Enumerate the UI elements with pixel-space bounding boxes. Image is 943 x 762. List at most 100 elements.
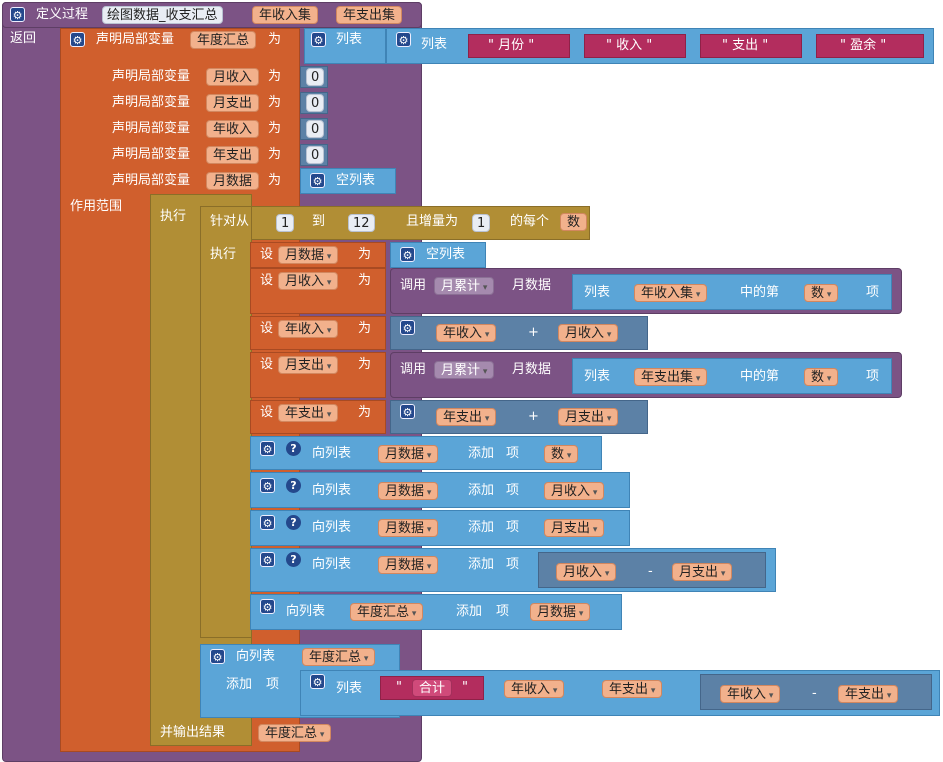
declare-label: 声明局部变量 <box>112 121 191 136</box>
select-item-block[interactable] <box>572 358 892 394</box>
item-label: 项 <box>866 369 880 384</box>
call-proc-name[interactable]: 月累计 <box>434 361 495 379</box>
loop-to[interactable]: 12 <box>348 214 375 232</box>
loop-var[interactable]: 数 <box>560 213 588 231</box>
item-month-income[interactable]: 月收入 <box>544 482 605 500</box>
call-proc-name[interactable]: 月累计 <box>434 277 495 295</box>
param-year-expense-set[interactable]: 年支出集 <box>336 6 403 24</box>
scope-label: 作用范围 <box>70 199 123 214</box>
text-surplus-header[interactable]: " 盈余 " <box>840 38 887 53</box>
gear-icon[interactable]: ⚙ <box>400 404 415 419</box>
gear-icon[interactable]: ⚙ <box>310 173 325 188</box>
each-label: 的每个 <box>510 214 550 229</box>
var-month-data[interactable]: 月数据 <box>206 172 260 190</box>
plus-label: + <box>528 325 539 340</box>
help-icon[interactable]: ? <box>286 552 301 567</box>
operand-year-income[interactable]: 年收入 <box>436 324 497 342</box>
gear-icon[interactable]: ⚙ <box>70 32 85 47</box>
set-target-year-income[interactable]: 年收入 <box>278 320 339 338</box>
text-block[interactable] <box>468 34 570 58</box>
target-list-month-data[interactable]: 月数据 <box>378 482 439 500</box>
target-list-year-summary[interactable]: 年度汇总 <box>350 603 424 621</box>
exec-label: 执行 <box>160 209 187 224</box>
set-target-month-expense[interactable]: 月支出 <box>278 356 339 374</box>
loop-step[interactable]: 1 <box>472 214 491 232</box>
gear-icon[interactable]: ⚙ <box>310 674 325 689</box>
define-procedure-label: 定义过程 <box>36 7 89 22</box>
text-expense-header[interactable]: " 支出 " <box>722 38 769 53</box>
target-list-year-summary[interactable]: 年度汇总 <box>302 648 376 666</box>
gear-icon[interactable]: ⚙ <box>210 649 225 664</box>
list-label: 列表 <box>584 285 611 300</box>
var-year-summary-get[interactable]: 年度汇总 <box>258 724 332 742</box>
for-range-body[interactable] <box>200 206 252 638</box>
gear-icon[interactable]: ⚙ <box>400 247 415 262</box>
to-list-label: 向列表 <box>312 446 352 461</box>
gear-icon[interactable]: ⚙ <box>260 478 275 493</box>
operand-month-income[interactable]: 月收入 <box>558 324 619 342</box>
declare-label: 声明局部变量 <box>96 32 175 47</box>
procedure-name[interactable]: 绘图数据_收支汇总 <box>102 6 223 24</box>
number-zero[interactable]: 0 <box>306 146 325 164</box>
to-label: 到 <box>312 214 326 229</box>
help-icon[interactable]: ? <box>286 478 301 493</box>
index-var[interactable]: 数 <box>804 284 839 302</box>
target-list-month-data[interactable]: 月数据 <box>378 519 439 537</box>
set-label: 设 <box>260 357 274 372</box>
loop-from[interactable]: 1 <box>276 214 295 232</box>
gear-icon[interactable]: ⚙ <box>260 515 275 530</box>
for-range-block[interactable] <box>200 206 590 240</box>
target-list-month-data[interactable]: 月数据 <box>378 556 439 574</box>
set-target-month-income[interactable]: 月收入 <box>278 272 339 290</box>
var-year-expense[interactable]: 年支出 <box>206 146 260 164</box>
number-zero[interactable]: 0 <box>306 120 325 138</box>
item-month-expense[interactable]: 月支出 <box>544 519 605 537</box>
set-target-month-data[interactable]: 月数据 <box>278 246 339 264</box>
var-year-summary[interactable]: 年度汇总 <box>190 31 257 49</box>
as-label: 为 <box>268 69 282 84</box>
select-item-block[interactable] <box>572 274 892 310</box>
to-list-label: 向列表 <box>312 520 352 535</box>
number-zero[interactable]: 0 <box>306 68 325 86</box>
item-label: 项 <box>506 520 520 535</box>
operand-year-expense[interactable]: 年支出 <box>436 408 497 426</box>
gear-icon[interactable]: ⚙ <box>311 32 326 47</box>
list-year-expense-set[interactable]: 年支出集 <box>634 368 708 386</box>
operand-month-income[interactable]: 月收入 <box>556 563 617 581</box>
operand-year-expense[interactable]: 年支出 <box>838 685 899 703</box>
text-income-header[interactable]: " 收入 " <box>606 38 653 53</box>
gear-icon[interactable]: ⚙ <box>260 441 275 456</box>
operand-month-expense[interactable]: 月支出 <box>672 563 733 581</box>
target-list-month-data[interactable]: 月数据 <box>378 445 439 463</box>
param-year-income-set[interactable]: 年收入集 <box>252 6 319 24</box>
var-year-income[interactable]: 年收入 <box>206 120 260 138</box>
item-label: 项 <box>266 677 280 692</box>
var-month-expense[interactable]: 月支出 <box>206 94 260 112</box>
help-icon[interactable]: ? <box>286 441 301 456</box>
add-block[interactable] <box>390 400 648 434</box>
text-month-header[interactable]: " 月份 " <box>488 38 535 53</box>
list-year-income-set[interactable]: 年收入集 <box>634 284 708 302</box>
gear-icon[interactable]: ⚙ <box>10 7 25 22</box>
gear-icon[interactable]: ⚙ <box>260 552 275 567</box>
gear-icon[interactable]: ⚙ <box>260 599 275 614</box>
text-block[interactable] <box>816 34 924 58</box>
total-year-income[interactable]: 年收入 <box>504 680 565 698</box>
help-icon[interactable]: ? <box>286 515 301 530</box>
as-label: 为 <box>268 121 282 136</box>
text-total[interactable]: 合计 <box>412 679 453 697</box>
set-target-year-expense[interactable]: 年支出 <box>278 404 339 422</box>
operand-year-income[interactable]: 年收入 <box>720 685 781 703</box>
total-year-expense[interactable]: 年支出 <box>602 680 663 698</box>
var-month-income[interactable]: 月收入 <box>206 68 260 86</box>
gear-icon[interactable]: ⚙ <box>400 320 415 335</box>
gear-icon[interactable]: ⚙ <box>396 32 411 47</box>
number-zero[interactable]: 0 <box>306 94 325 112</box>
text-block[interactable] <box>584 34 686 58</box>
index-var[interactable]: 数 <box>804 368 839 386</box>
item-loop-var[interactable]: 数 <box>544 445 579 463</box>
minus-label: - <box>812 686 817 701</box>
operand-month-expense[interactable]: 月支出 <box>558 408 619 426</box>
item-month-data[interactable]: 月数据 <box>530 603 591 621</box>
text-block[interactable] <box>700 34 802 58</box>
